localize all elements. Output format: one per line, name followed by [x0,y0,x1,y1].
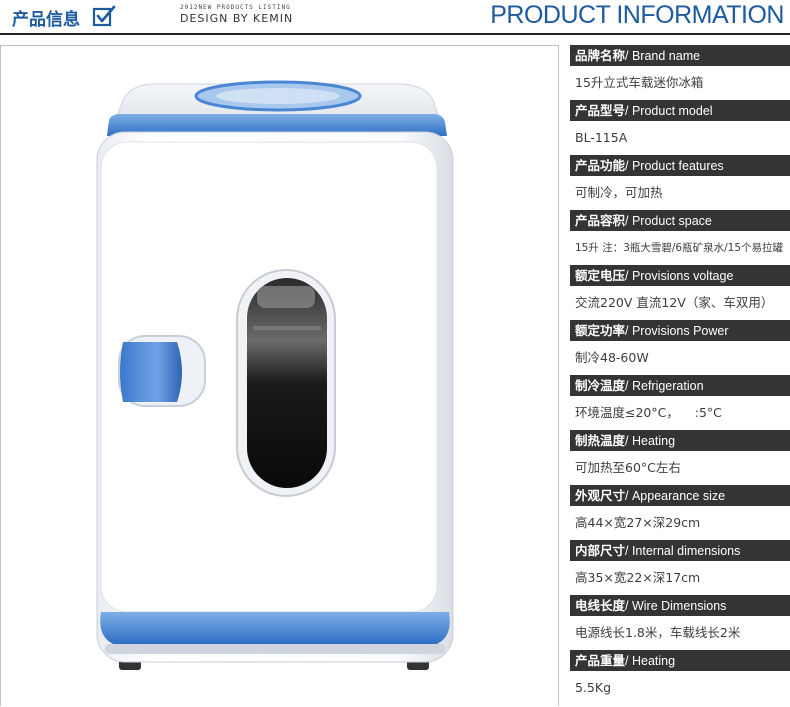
spec-value-space: 15升 注：3瓶大雪碧/6瓶矿泉水/15个易拉罐 [575,242,783,254]
spec-value-weight: 5.5Kg [575,680,612,695]
spec-label-features: 产品功能/ Product features [570,155,790,176]
spec-label-appearance-size: 外观尺寸/ Appearance size [570,485,790,506]
header-title-cn: 产品信息 [12,10,80,30]
spec-value-brand: 15升立式车载迷你冰箱 [575,75,704,90]
spec-value-power: 制冷48-60W [575,350,649,365]
check-box-icon [92,5,116,27]
spec-label-brand: 品牌名称/ Brand name [570,45,790,66]
page-header: 产品信息 2012NEW PRODUCTS LISTING DESIGN BY … [0,0,790,33]
spec-label-space: 产品容积/ Product space [570,210,790,231]
header-design-text: DESIGN BY KEMIN [180,12,294,25]
spec-value-refrigeration: 环境温度≤20°C， :5°C [575,405,722,420]
spec-value-appearance-size: 高44×宽27×深29cm [575,515,701,530]
spec-label-weight: 产品重量/ Heating [570,650,790,671]
spec-label-voltage: 额定电压/ Provisions voltage [570,265,790,286]
spec-value-voltage: 交流220V 直流12V（家、车双用） [575,295,774,310]
mini-fridge-illustration [96,80,454,670]
spec-value-model: BL-115A [575,130,628,145]
spec-label-wire: 电线长度/ Wire Dimensions [570,595,790,616]
spec-label-power: 额定功率/ Provisions Power [570,320,790,341]
spec-value-wire: 电源线长1.8米，车载线长2米 [575,625,741,640]
product-image-frame [0,45,559,706]
header-divider [0,33,790,35]
header-small-text: 2012NEW PRODUCTS LISTING [180,4,291,11]
spec-value-internal-dimensions: 高35×宽22×深17cm [575,570,701,585]
spec-label-internal-dimensions: 内部尺寸/ Internal dimensions [570,540,790,561]
spec-label-refrigeration: 制冷温度/ Refrigeration [570,375,790,396]
spec-label-model: 产品型号/ Product model [570,100,790,121]
header-title-en: PRODUCT INFORMATION [490,1,784,29]
spec-value-heating: 可加热至60°C左右 [575,460,681,475]
spec-table: 品牌名称/ Brand name 15升立式车载迷你冰箱 产品型号/ Produ… [570,45,790,705]
spec-label-heating: 制热温度/ Heating [570,430,790,451]
spec-value-features: 可制冷，可加热 [575,185,663,200]
